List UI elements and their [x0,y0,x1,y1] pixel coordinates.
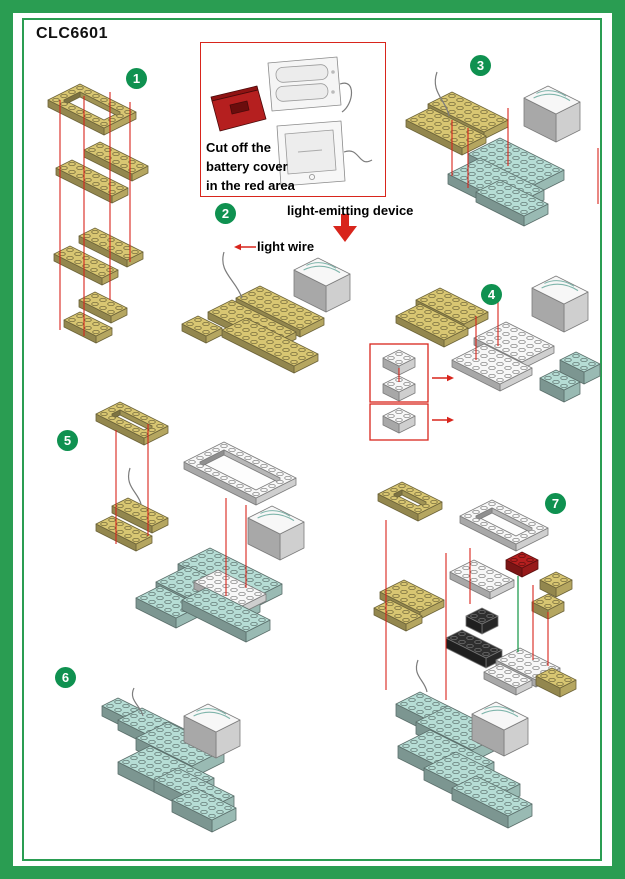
step-badge-1: 1 [126,68,147,89]
note-line-3: in the red area [206,178,295,193]
light-emitting-device-label: light-emitting device [287,203,414,218]
battery-note-text: Cut off the battery cover in the red are… [206,138,295,195]
light-wire-label: light wire [257,239,315,254]
note-line-1: Cut off the [206,140,271,155]
note-line-2: battery cover [206,159,288,174]
step-badge-3: 3 [470,55,491,76]
battery-note-box: Cut off the battery cover in the red are… [200,42,386,197]
step-badge-2: 2 [215,203,236,224]
model-number: CLC6601 [36,25,108,42]
step-badge-4: 4 [481,284,502,305]
step-badge-6: 6 [55,667,76,688]
inner-frame [22,18,602,861]
step-badge-7: 7 [545,493,566,514]
step-badge-5: 5 [57,430,78,451]
